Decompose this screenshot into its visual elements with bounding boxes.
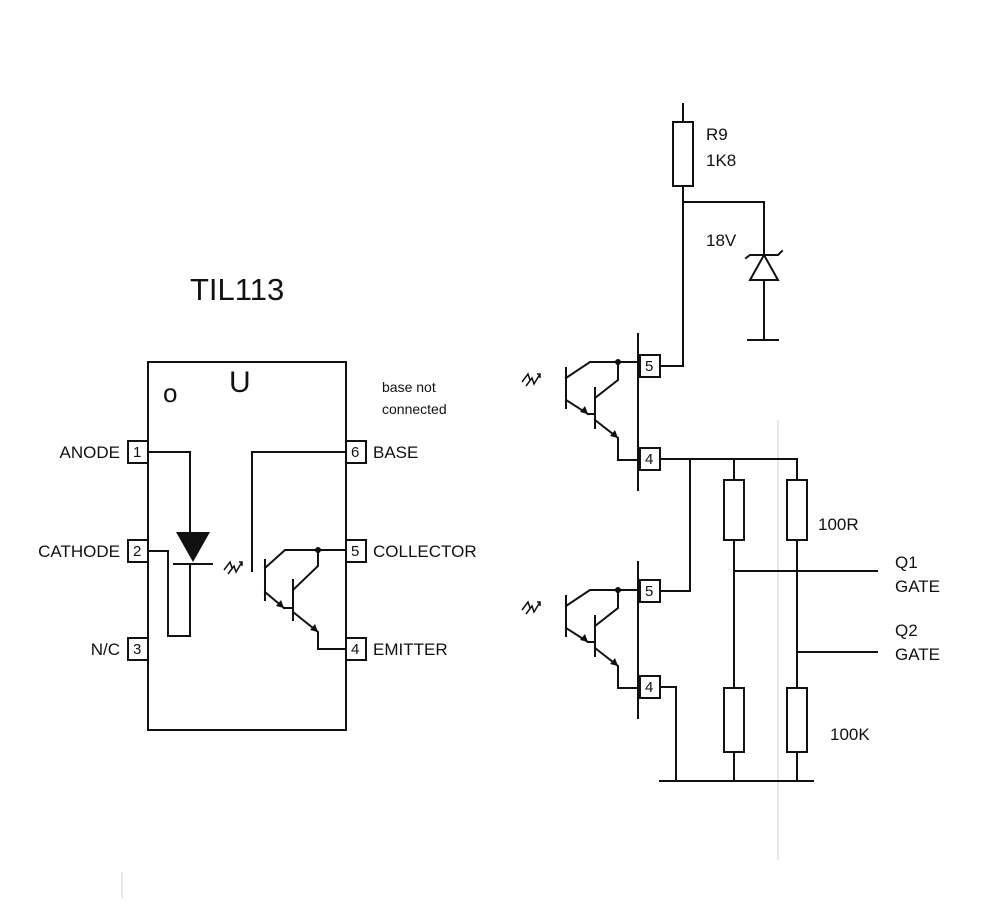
resistor-r9: R9 1K8 [672,103,736,187]
opto-coupler-bottom: 5 4 [564,561,661,719]
pin-number: 5 [351,543,359,560]
pin-number: 1 [133,444,141,461]
opto-coupler-top: 5 4 [564,333,661,491]
pin-number: 4 [351,641,359,658]
resistor-100k-right [786,687,808,782]
pin-number: 6 [351,444,359,461]
r9-name: R9 [706,125,728,144]
pin-label-cathode: CATHODE [38,542,120,561]
zener-value: 18V [706,231,737,250]
pin-6: 6 BASE [345,440,418,464]
pin-3: 3 N/C [91,637,149,661]
resistor-100r-left [723,458,745,689]
led-diode-icon [176,532,210,562]
q2-label: Q2 [895,621,918,640]
pin-label-nc: N/C [91,640,120,659]
chip-body [147,361,347,731]
resistor-100r-right [786,458,808,689]
bottom-pin4-number: 4 [645,679,653,696]
chip-notch-mark: U [229,366,251,399]
upper-resistor-value: 100R [818,515,859,534]
pin-1: 1 ANODE [60,440,149,464]
chip-title: TIL113 [190,272,284,307]
pin-label-emitter: EMITTER [373,640,448,659]
pin-label-anode: ANODE [60,443,120,462]
pin-number: 3 [133,641,141,658]
zener-feed-wire [682,201,765,256]
pin-5: 5 COLLECTOR [345,539,477,563]
top-pin4-number: 4 [645,451,653,468]
top-pin5-number: 5 [645,358,653,375]
base-note-line2: connected [382,401,447,417]
q2-gate-label: GATE [895,645,940,664]
pin-4: 4 EMITTER [345,637,448,661]
pin1-dot: o [163,378,177,408]
r9-value: 1K8 [706,151,736,170]
lower-resistor-value: 100K [830,725,870,744]
pin-number: 2 [133,543,141,560]
pin-label-collector: COLLECTOR [373,542,477,561]
supply-wire [659,185,684,367]
light-emission-icon [521,601,541,615]
light-emission-icon [521,373,541,387]
q1-label: Q1 [895,553,918,572]
pin-2: 2 CATHODE [38,539,149,563]
series-link-wire [659,458,691,592]
internal-led [147,451,213,637]
q1-gate-label: GATE [895,577,940,596]
internal-phototransistor [251,451,347,650]
bottom-pin5-number: 5 [645,583,653,600]
bottom-emitter-wire [659,686,677,782]
base-note-line1: base not [382,379,436,395]
pin-label-base: BASE [373,443,418,462]
resistor-100k-left [723,687,745,782]
zener-diode-18v: 18V [706,231,784,341]
zener-icon [748,252,780,281]
